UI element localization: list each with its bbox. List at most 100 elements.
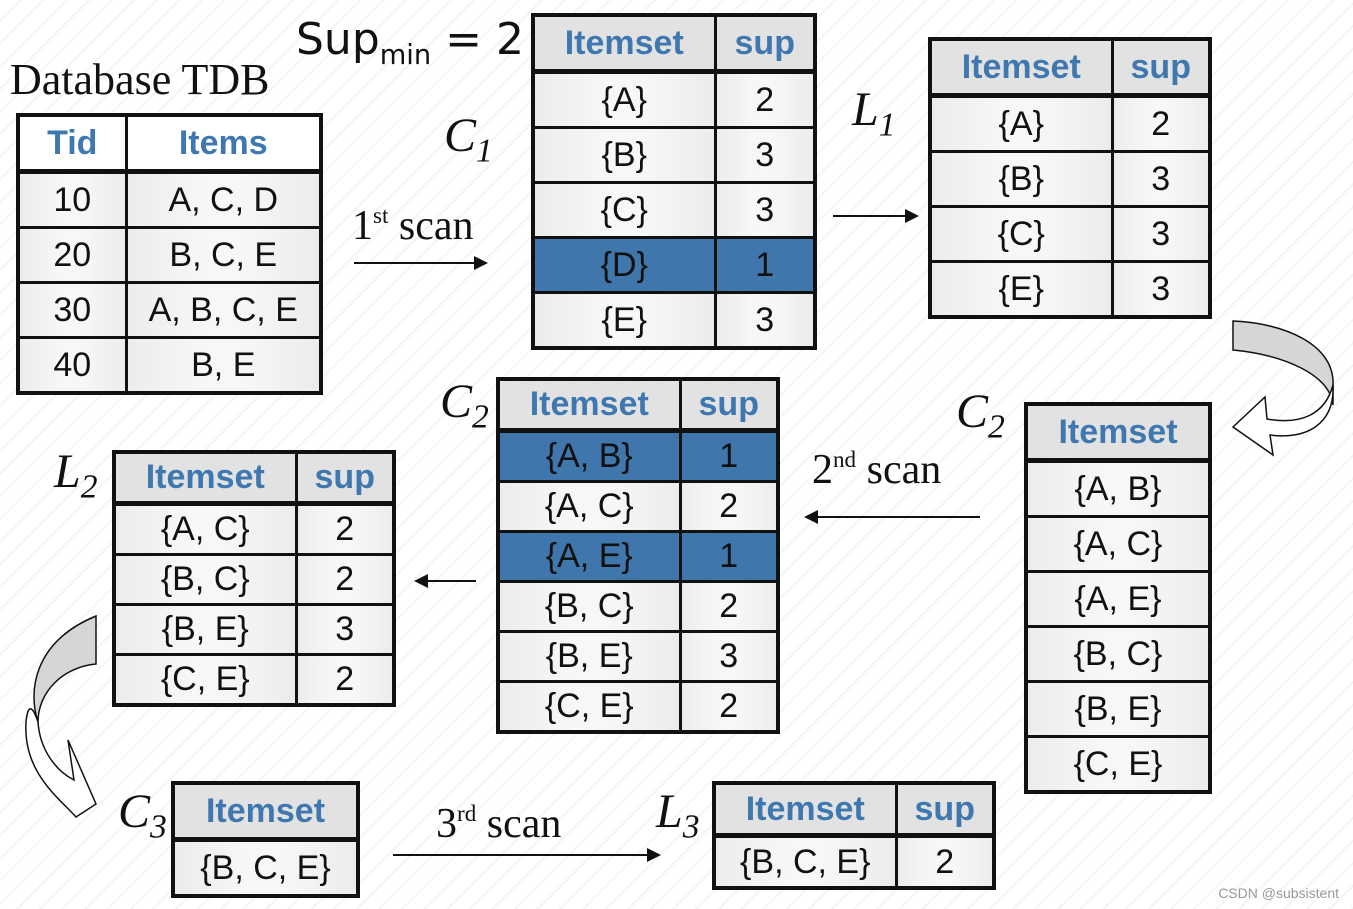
c2-candidate-label: C2 <box>956 385 1005 446</box>
first-scan-label: 1st scan <box>352 202 474 250</box>
itemset-cell: {A, E} <box>496 530 682 583</box>
l1-header-sup: sup <box>1110 37 1212 98</box>
c3-table: Itemset{B, C, E} <box>171 781 360 898</box>
support-cell: B, E <box>124 336 323 395</box>
c1-label: C1 <box>444 109 493 170</box>
first-scan-arrow <box>354 256 488 270</box>
itemset-cell: {B, E} <box>1024 680 1212 738</box>
table-row: {B, E}3 <box>112 603 396 656</box>
l2-label: L2 <box>54 445 98 506</box>
itemset-cell: {E} <box>531 291 717 350</box>
table-row: {A, B} <box>1024 459 1212 518</box>
table-row: {B}3 <box>531 126 817 184</box>
support-cell: 2 <box>1110 94 1212 153</box>
itemset-cell: {B, E} <box>496 630 682 683</box>
l2-header-itemset: Itemset <box>112 450 298 506</box>
table-row: {B, E} <box>1024 680 1212 738</box>
c2cand-header-itemset: Itemset <box>1024 402 1212 463</box>
c1-header-itemset: Itemset <box>531 13 717 74</box>
itemset-cell: {B, C} <box>112 553 298 606</box>
table-row: {A, E} <box>1024 570 1212 628</box>
table-row: {C}3 <box>928 205 1212 263</box>
table-row: {A}2 <box>531 70 817 129</box>
itemset-cell: {C} <box>531 181 717 239</box>
itemset-cell: {A, C} <box>496 480 682 533</box>
min-support-sub: min <box>379 39 432 71</box>
table-row: {B, E}3 <box>496 630 780 683</box>
itemset-cell: {C, E} <box>112 653 298 707</box>
itemset-cell: {B, C, E} <box>171 838 360 898</box>
itemset-cell: {A, C} <box>112 502 298 556</box>
support-cell: 2 <box>294 553 396 606</box>
c1-to-l1-arrow <box>833 209 919 223</box>
min-support-value: = 2 <box>431 14 525 65</box>
c2-header-sup: sup <box>678 377 780 433</box>
itemset-cell: 30 <box>16 281 128 339</box>
table-row: {B, C} <box>1024 625 1212 683</box>
support-cell: 3 <box>1110 205 1212 263</box>
support-cell: 3 <box>713 126 817 184</box>
table-row: {B, C, E} <box>171 838 360 898</box>
table-row: {C, E} <box>1024 735 1212 794</box>
c3-header-itemset: Itemset <box>171 781 360 842</box>
tdb-header-tid: Tid <box>16 113 128 174</box>
table-row: {A, B}1 <box>496 429 780 483</box>
itemset-cell: {B, E} <box>112 603 298 656</box>
l1-header-itemset: Itemset <box>928 37 1114 98</box>
table-row: {E}3 <box>531 291 817 350</box>
l3-header-itemset: Itemset <box>712 781 898 838</box>
l3-header-sup: sup <box>894 781 996 838</box>
c3-label: C3 <box>118 785 167 846</box>
support-cell: 3 <box>1110 260 1212 319</box>
itemset-cell: {C} <box>928 205 1114 263</box>
support-cell: 1 <box>678 530 780 583</box>
c2-to-l2-arrow <box>414 574 476 588</box>
table-row: {C, E}2 <box>496 680 780 734</box>
third-scan-label: 3rd scan <box>436 800 562 848</box>
itemset-cell: {B, C} <box>496 580 682 633</box>
table-row: {A, E}1 <box>496 530 780 583</box>
itemset-cell: {B} <box>928 150 1114 208</box>
table-row: {B}3 <box>928 150 1212 208</box>
c2-label: C2 <box>440 375 489 436</box>
table-row: {A, C}2 <box>496 480 780 533</box>
support-cell: 2 <box>294 502 396 556</box>
support-cell: A, B, C, E <box>124 281 323 339</box>
c3-header-row: Itemset <box>171 781 360 842</box>
curved-arrow-l2-to-c3 <box>25 614 97 818</box>
l2-header-sup: sup <box>294 450 396 506</box>
table-row: {D}1 <box>531 236 817 294</box>
table-row: {A}2 <box>928 94 1212 153</box>
support-cell: B, C, E <box>124 226 323 284</box>
itemset-cell: {A} <box>531 70 717 129</box>
table-row: {B, C}2 <box>112 553 396 606</box>
min-support-label: Supmin = 2 <box>296 14 524 71</box>
support-cell: 3 <box>1110 150 1212 208</box>
support-cell: 2 <box>713 70 817 129</box>
support-cell: 3 <box>678 630 780 683</box>
itemset-cell: {B, C, E} <box>712 834 898 890</box>
curved-arrow-l1-to-c2 <box>1231 320 1334 457</box>
support-cell: A, C, D <box>124 170 323 229</box>
support-cell: 2 <box>678 480 780 533</box>
table-row: {B, C}2 <box>496 580 780 633</box>
support-cell: 2 <box>894 834 996 890</box>
c2-candidate-table: Itemset{A, B}{A, C}{A, E}{B, C}{B, E}{C,… <box>1024 402 1212 794</box>
support-cell: 2 <box>678 580 780 633</box>
l1-label: L1 <box>852 83 896 144</box>
support-cell: 3 <box>294 603 396 656</box>
watermark: CSDN @subsistent <box>1218 885 1339 901</box>
database-title: Database TDB <box>10 55 270 104</box>
